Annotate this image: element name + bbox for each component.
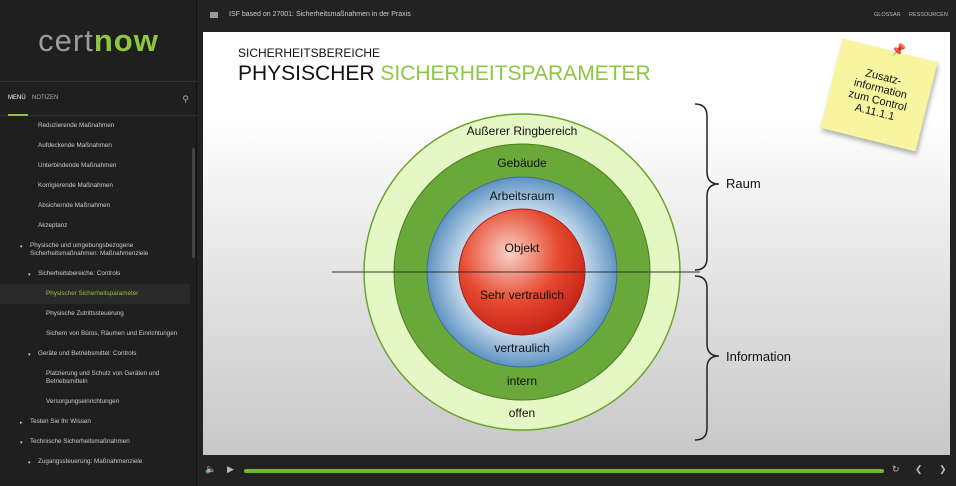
expand-arrow-icon[interactable]: ▸: [20, 420, 23, 426]
label-room: Raum: [726, 176, 761, 191]
menu-item[interactable]: Akzeptanz: [0, 216, 190, 236]
menu-item[interactable]: Platzierung und Schutz von Geräten und B…: [0, 364, 190, 392]
menu-item[interactable]: Reduzierende Maßnahmen: [0, 116, 190, 136]
brace-top: [694, 103, 720, 271]
security-rings-diagram: Außerer Ringbereich Gebäude Arbeitsraum …: [332, 103, 791, 441]
menu-item[interactable]: ▾ Zugangssteuerung: Maßnahmenziele: [0, 452, 190, 472]
prev-icon[interactable]: ❮: [915, 464, 923, 474]
logo: certnow: [0, 0, 197, 82]
active-tab-indicator: [8, 114, 28, 116]
label-workroom: Arbeitsraum: [490, 189, 555, 203]
player-controls: 🔈 ▶ ↻ ❮ ❯: [197, 455, 956, 486]
menu-item-label: Physische und umgebungsbezogene Sicherhe…: [30, 242, 149, 257]
expand-arrow-icon[interactable]: ▾: [28, 460, 31, 466]
top-bar: ISF based on 27001: Sicherheitsmaßnahmen…: [197, 0, 956, 31]
menu-item[interactable]: ▾ Sicherheitsbereiche: Controls: [0, 264, 190, 284]
menu-item[interactable]: Korrigierende Maßnahmen: [0, 176, 190, 196]
menu-item-label: Sicherheitsbereiche: Controls: [38, 270, 121, 277]
label-building: Gebäude: [497, 156, 547, 170]
resources-link[interactable]: RESSOURCEN: [909, 12, 948, 18]
scrollbar[interactable]: [192, 148, 195, 258]
label-open: offen: [509, 406, 535, 420]
search-icon[interactable]: ⚲: [182, 94, 189, 104]
label-confidential: vertraulich: [494, 341, 549, 355]
pin-icon: 📌: [891, 43, 906, 57]
label-information: Information: [726, 349, 791, 364]
progress-fill: [244, 469, 884, 473]
menu-item-label: Testen Sie Ihr Wissen: [30, 418, 91, 425]
label-object: Objekt: [505, 241, 540, 255]
menu-item-label: Versorgungseinrichtungen: [46, 398, 120, 405]
slide-title: PHYSISCHER SICHERHEITSPARAMETER: [238, 62, 651, 85]
menu-item[interactable]: Sichern von Büros, Räumen und Einrichtun…: [0, 324, 190, 344]
menu-item[interactable]: ▸ Testen Sie Ihr Wissen: [0, 412, 190, 432]
menu-item-label: Unterbindende Maßnahmen: [38, 162, 117, 169]
tab-notes[interactable]: NOTIZEN: [32, 95, 59, 101]
menu-item[interactable]: Versorgungseinrichtungen: [0, 392, 190, 412]
expand-arrow-icon[interactable]: ▾: [28, 352, 31, 358]
brace-bottom: [694, 275, 720, 441]
menu-item-label: Sichern von Büros, Räumen und Einrichtun…: [46, 330, 178, 337]
menu-item[interactable]: Physischer Sicherheitsparameter: [0, 284, 190, 304]
menu-item[interactable]: ▾ Physische und umgebungsbezogene Sicherh…: [0, 236, 190, 264]
slide-subtitle: SICHERHEITSBEREICHE: [238, 46, 381, 60]
label-outer-top: Außerer Ringbereich: [467, 124, 578, 138]
menu-item-label: Aufdeckende Maßnahmen: [38, 142, 112, 149]
menu-item-label: Physische Zutrittssteuerung: [46, 310, 124, 317]
volume-icon[interactable]: 🔈: [205, 464, 217, 474]
menu-item-label: Reduzierende Maßnahmen: [38, 122, 115, 129]
glossary-link[interactable]: GLOSSAR: [874, 12, 901, 18]
menu-item-label: Absichernde Maßnahmen: [38, 202, 111, 209]
menu-item-label: Technische Sicherheitsmaßnahmen: [30, 438, 130, 445]
label-internal: intern: [507, 374, 537, 388]
menu-item-label: Korrigierende Maßnahmen: [38, 182, 113, 189]
menu-item[interactable]: Physische Zutrittssteuerung: [0, 304, 190, 324]
menu-item-label: Platzierung und Schutz von Geräten und B…: [46, 370, 160, 385]
menu-item[interactable]: Absichernde Maßnahmen: [0, 196, 190, 216]
menu-item[interactable]: ▾ Geräte und Betriebsmittel: Controls: [0, 344, 190, 364]
play-icon[interactable]: ▶: [227, 464, 234, 474]
course-title: ISF based on 27001: Sicherheitsmaßnahmen…: [229, 11, 411, 18]
menu-icon[interactable]: [210, 12, 218, 18]
menu-item[interactable]: Unterbindende Maßnahmen: [0, 156, 190, 176]
menu-item-label: Akzeptanz: [38, 222, 68, 229]
slide: SICHERHEITSBEREICHE PHYSISCHER SICHERHEI…: [203, 32, 950, 455]
expand-arrow-icon[interactable]: ▾: [20, 440, 23, 446]
menu-item[interactable]: ▾ Technische Sicherheitsmaßnahmen: [0, 432, 190, 452]
expand-arrow-icon[interactable]: ▾: [28, 272, 31, 278]
tab-menu[interactable]: MENÜ: [8, 95, 26, 101]
progress-bar[interactable]: [244, 469, 884, 473]
label-very-confidential: Sehr vertraulich: [480, 288, 564, 302]
next-icon[interactable]: ❯: [939, 464, 947, 474]
expand-arrow-icon[interactable]: ▾: [20, 244, 23, 250]
menu-item[interactable]: Aufdeckende Maßnahmen: [0, 136, 190, 156]
sidebar-tabs: MENÜ NOTIZEN ⚲: [0, 82, 197, 116]
sidebar: certnow MENÜ NOTIZEN ⚲ Reduzierende Maßn…: [0, 0, 197, 486]
menu-item-label: Zugangssteuerung: Maßnahmenziele: [38, 458, 143, 465]
menu-item-label: Physischer Sicherheitsparameter: [46, 290, 139, 297]
replay-icon[interactable]: ↻: [892, 464, 900, 474]
menu-item-label: Geräte und Betriebsmittel: Controls: [38, 350, 137, 357]
